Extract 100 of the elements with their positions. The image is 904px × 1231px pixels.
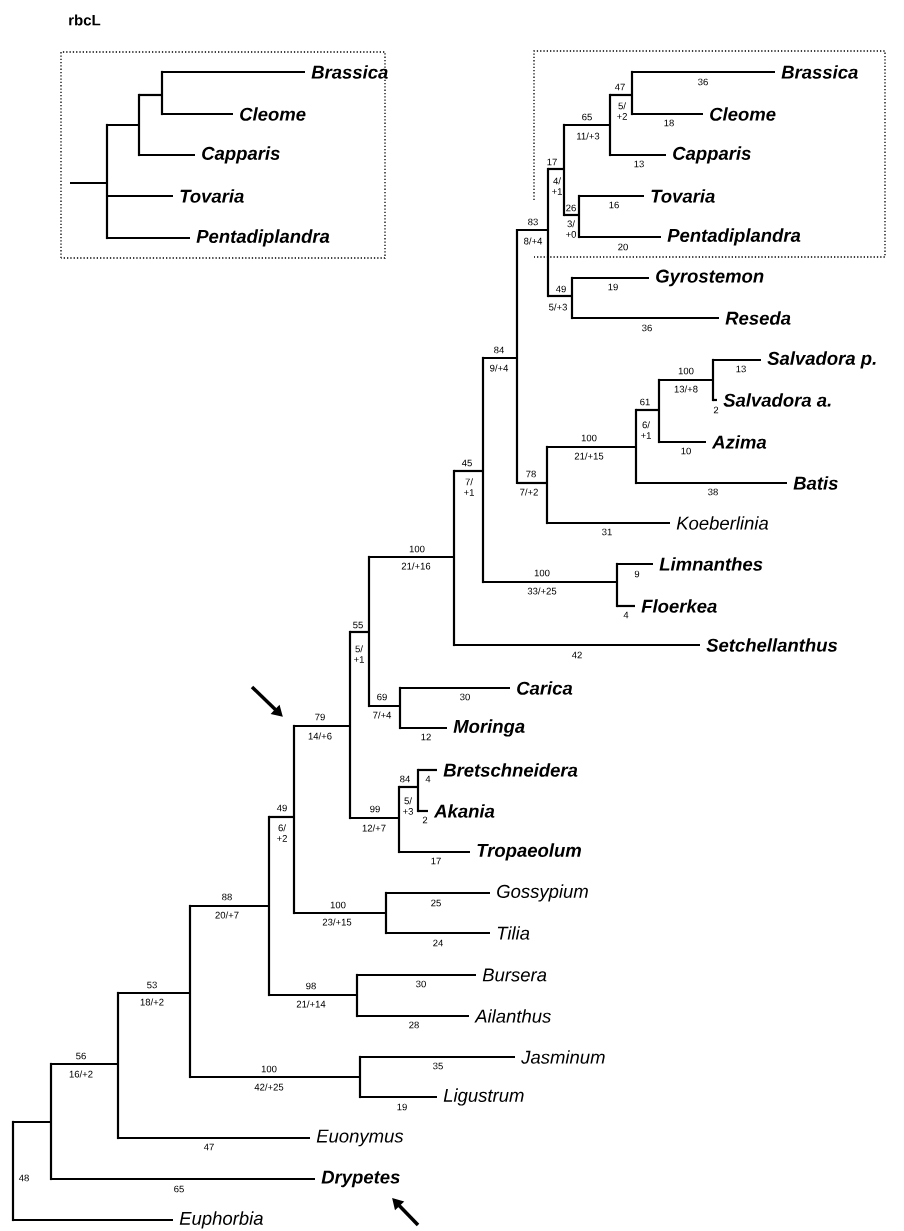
branch-value: 9/+4 [490, 364, 509, 372]
branch-value: 47 [203, 1143, 214, 1151]
branch-line [547, 445, 636, 449]
branch-line [548, 167, 564, 171]
branch-point-bar [358, 1055, 362, 1099]
branch-value: 23/+15 [322, 918, 352, 926]
branch-line [454, 643, 700, 647]
branch-line [399, 785, 418, 789]
branch-value: 18 [664, 119, 674, 127]
branch-point-bar [384, 891, 388, 935]
branch-line [713, 358, 761, 362]
taxon-name: Tropaeolum [477, 843, 581, 861]
branch-value: 12 [421, 733, 431, 741]
branch-value: 99 [370, 805, 380, 813]
branch-value: 4 [425, 775, 431, 783]
branch-value: 100 [581, 434, 597, 442]
branch-line [162, 70, 305, 74]
branch-point-bar [11, 1120, 15, 1222]
branch-value: 16/+2 [69, 1070, 93, 1078]
branch-point-bar [711, 358, 715, 402]
branch-line [350, 630, 369, 634]
branch-point-bar [615, 562, 619, 608]
branch-line [579, 194, 644, 198]
branch-value: 4/ +1 [552, 177, 562, 195]
taxon-name: Batis [793, 476, 838, 490]
branch-value: 33/+25 [527, 587, 557, 595]
branch-line [564, 123, 610, 127]
taxon-name: Jasminum [521, 1050, 605, 1064]
branch-line [547, 521, 670, 525]
branch-point-bar [367, 555, 371, 708]
taxon-name: Ligustrum [443, 1088, 524, 1106]
branch-line [617, 562, 653, 566]
dotted-box [60, 51, 386, 259]
branch-value: 98 [306, 982, 316, 990]
branch-value: 21/+14 [296, 1000, 326, 1008]
taxon-name: Pentadiplandra [667, 228, 801, 246]
branch-value: 4 [623, 611, 629, 619]
branch-line [107, 236, 190, 240]
branch-value: 49 [555, 285, 566, 293]
branch-value: 55 [353, 621, 363, 629]
branch-point-bar [515, 228, 519, 485]
branch-value: 35 [433, 1062, 443, 1070]
branch-value: 21/+16 [401, 562, 431, 570]
branch-value: 100 [534, 569, 550, 577]
branch-value: 49 [276, 804, 287, 812]
branch-value: 78 [526, 470, 536, 478]
branch-point-bar [116, 991, 120, 1140]
branch-value: 13/+8 [674, 385, 698, 393]
taxon-name: Setchellanthus [706, 638, 838, 652]
branch-value: 16 [609, 201, 619, 209]
branch-value: 7/+2 [520, 488, 538, 496]
branch-line [483, 580, 617, 584]
branch-line [139, 153, 195, 157]
branch-line [636, 481, 787, 485]
taxon-name: Reseda [725, 311, 791, 325]
branch-value: 7/+4 [373, 711, 392, 719]
branch-line [190, 1075, 360, 1079]
branch-value: 5/ +1 [354, 645, 364, 663]
branch-line [51, 1062, 118, 1066]
branch-value: 11/+3 [577, 132, 600, 140]
taxon-name: Akania [433, 804, 495, 818]
branch-line [418, 768, 437, 772]
branch-value: 47 [614, 83, 625, 91]
branch-value: 10 [681, 447, 691, 455]
branch-value: 19 [608, 283, 618, 291]
taxon-name: Pentadiplandra [196, 229, 330, 247]
branch-line [350, 816, 399, 820]
branch-line [369, 555, 454, 559]
branch-line [162, 112, 233, 116]
branch-value: 14/+6 [308, 732, 332, 740]
taxon-name: Euonymus [316, 1129, 404, 1147]
branch-point-bar [292, 724, 296, 915]
branch-line [418, 809, 428, 813]
taxon-name: Brassica [781, 65, 858, 79]
taxon-name: Koeberlinia [676, 516, 769, 530]
taxon-name: Brassica [311, 65, 388, 79]
branch-value: 45 [461, 459, 472, 467]
branch-point-bar [137, 93, 141, 157]
branch-value: 36 [642, 324, 652, 332]
branch-value: 56 [76, 1052, 86, 1060]
branch-value: 83 [528, 218, 538, 226]
branch-value: 42/+25 [254, 1083, 284, 1091]
branch-line [190, 904, 269, 908]
taxon-name: Capparis [202, 146, 280, 164]
branch-line [617, 604, 635, 608]
branch-line [659, 440, 706, 444]
branch-point-bar [630, 70, 634, 116]
branch-value: 30 [460, 693, 470, 701]
branch-value: 100 [678, 367, 694, 375]
branch-value: 7/ +1 [464, 478, 474, 496]
branch-line [139, 93, 162, 97]
branch-value: 88 [222, 893, 232, 901]
branch-point-bar [355, 973, 359, 1018]
taxon-name: Tovaria [651, 189, 715, 203]
branch-line [118, 991, 190, 995]
branch-point-bar [657, 378, 661, 444]
branch-line [107, 194, 173, 198]
taxon-name: Carica [517, 681, 573, 695]
branch-value: 13 [736, 365, 746, 373]
branch-line [357, 973, 476, 977]
